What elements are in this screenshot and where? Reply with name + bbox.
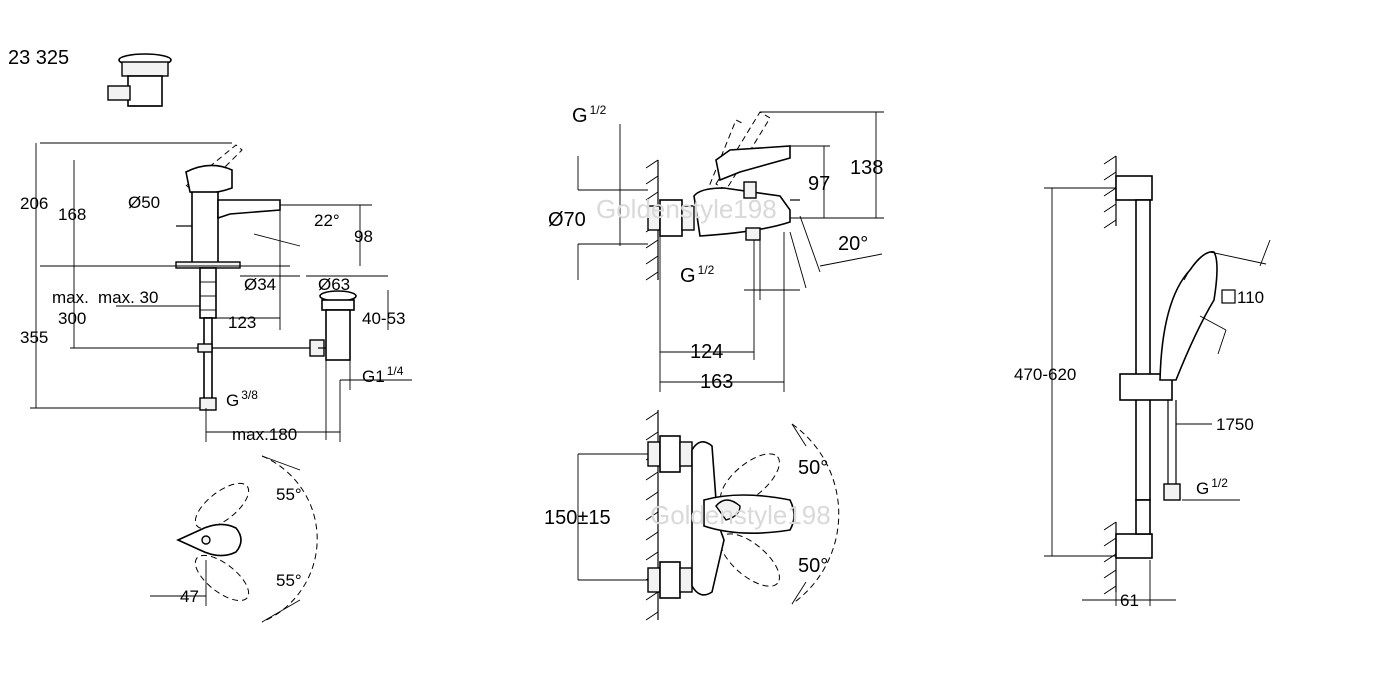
bath-mixer-plan-view xyxy=(577,423,840,605)
shower-wall-offset: 61 xyxy=(1120,591,1139,610)
dim-124: 124 xyxy=(690,341,723,363)
basin-mixer-plan-view xyxy=(150,455,318,623)
shower-hose-length: 1750 xyxy=(1216,415,1254,434)
square-icon xyxy=(1221,289,1236,304)
pop-up-waste-drawing xyxy=(107,53,172,107)
dim-40-53: 40-53 xyxy=(362,309,405,328)
bath-escutcheon-diameter: Ø70 xyxy=(548,209,586,231)
model-number: 23 325 xyxy=(8,47,69,69)
lever-angle-bottom: 55° xyxy=(276,571,302,590)
dim-max: max. xyxy=(52,288,89,307)
dim-123: 123 xyxy=(228,313,256,332)
bath-centres: 150±15 xyxy=(544,507,611,529)
watermark-bottom: Goldenstyle198 xyxy=(650,500,831,530)
dim-168: 168 xyxy=(58,205,86,224)
lever-angle-top: 55° xyxy=(276,485,302,504)
dim-waste-diameter: Ø63 xyxy=(318,275,350,294)
dim-355: 355 xyxy=(20,328,48,347)
dim-163: 163 xyxy=(700,371,733,393)
watermark-top: Goldenstyle198 xyxy=(596,194,777,224)
shower-head-size: 110 xyxy=(1237,288,1264,307)
basin-dimension-lines xyxy=(30,143,412,442)
dim-97: 97 xyxy=(808,173,830,195)
dim-max-30: max. 30 xyxy=(98,288,158,307)
bath-angle-20: 20° xyxy=(838,233,868,255)
bath-mixer-elevation xyxy=(647,111,800,241)
dim-206: 206 xyxy=(20,194,48,213)
dim-138: 138 xyxy=(850,157,883,179)
dim-98: 98 xyxy=(354,227,373,246)
dim-spout-angle: 22° xyxy=(314,211,340,230)
basin-mixer-elevation xyxy=(40,142,357,440)
dim-base-diameter: Ø34 xyxy=(244,275,276,294)
dim-max-180: max.180 xyxy=(232,425,297,444)
shower-rail-range: 470-620 xyxy=(1014,365,1076,384)
dim-47: 47 xyxy=(180,587,199,606)
shower-rail-drawing xyxy=(1115,175,1218,559)
bath-lever-angle-bottom: 50° xyxy=(798,555,828,577)
bath-lever-angle-top: 50° xyxy=(798,457,828,479)
wall-hatching-shower xyxy=(1103,155,1117,595)
dim-body-diameter: Ø50 xyxy=(128,193,160,212)
dim-300: 300 xyxy=(58,309,86,328)
shower-dimension-lines xyxy=(1044,187,1271,606)
bath-dimension-lines xyxy=(577,111,884,392)
